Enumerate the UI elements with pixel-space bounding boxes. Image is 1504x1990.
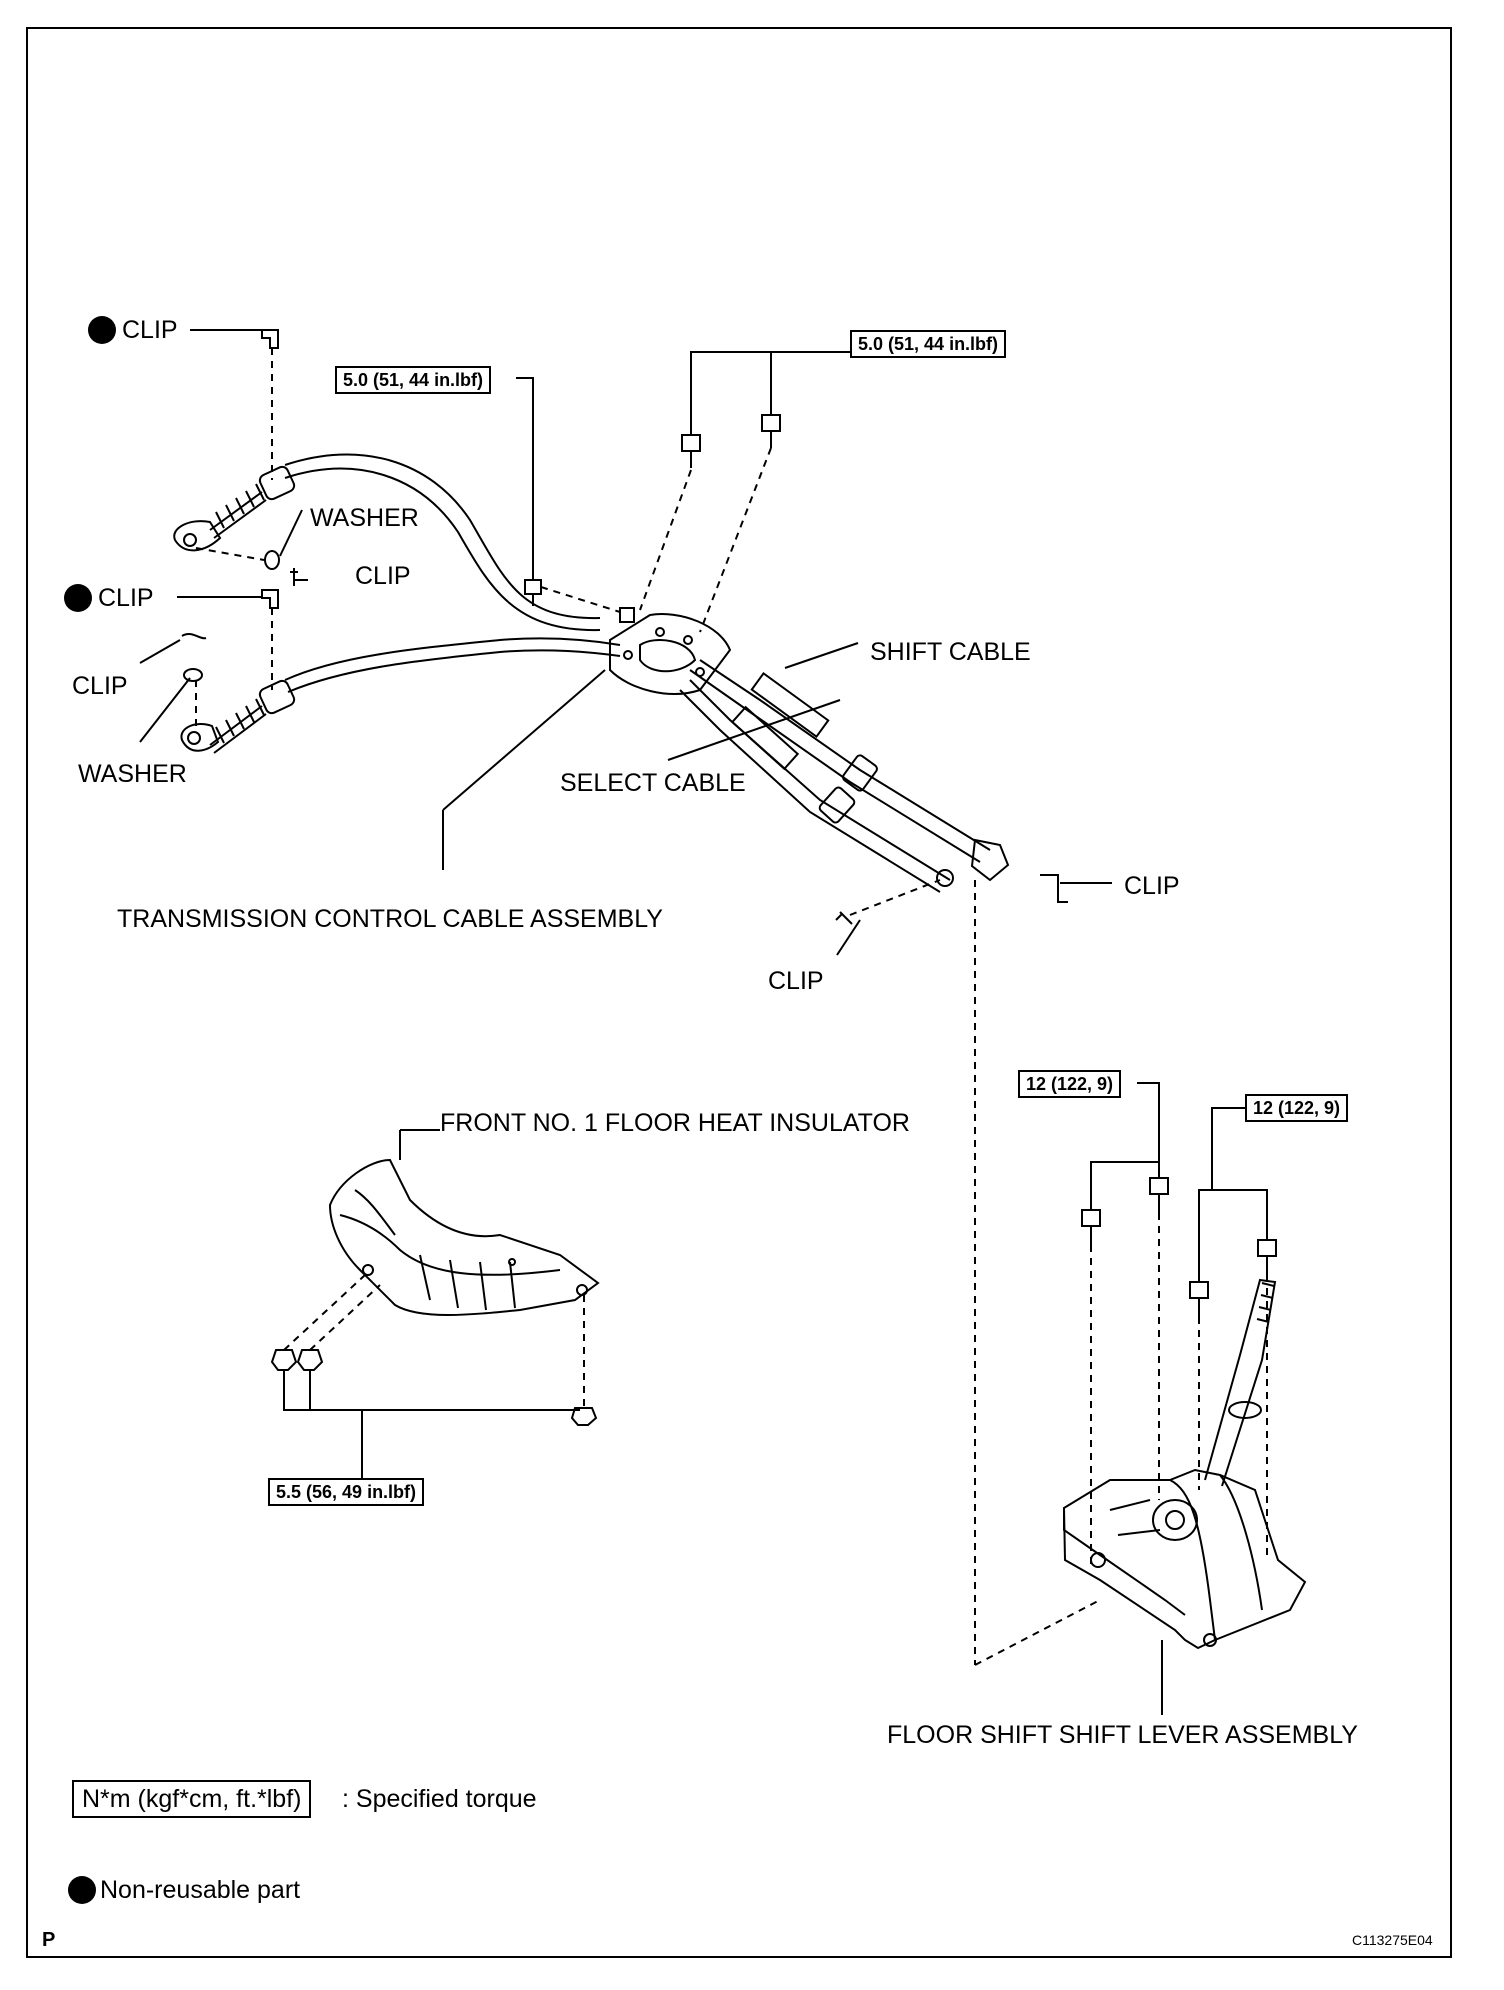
label-clip-small: CLIP <box>355 562 411 590</box>
label-shift-lever: FLOOR SHIFT SHIFT LEVER ASSEMBLY <box>887 1721 1358 1749</box>
torque-lever-bolts-left: 12 (122, 9) <box>1018 1070 1122 1098</box>
label-transmission-cable: TRANSMISSION CONTROL CABLE ASSEMBLY <box>117 905 663 933</box>
nonreusable-marker-clip-mid <box>64 584 92 612</box>
torque-plate-bolts: 5.0 (51, 44 in.lbf) <box>850 330 1007 358</box>
legend-torque-unit: N*m (kgf*cm, ft.*lbf) <box>72 1780 312 1818</box>
page-letter: P <box>42 1929 56 1951</box>
dashed-lines <box>195 348 1268 1666</box>
label-shift-cable: SHIFT CABLE <box>870 638 1031 666</box>
leader-lines <box>139 329 1268 1715</box>
label-clip-left: CLIP <box>72 672 128 700</box>
label-clip-right: CLIP <box>1124 872 1180 900</box>
figure-code: C113275E04 <box>1352 1932 1433 1948</box>
torque-bracket-bolt: 5.0 (51, 44 in.lbf) <box>335 366 492 394</box>
label-clip-bottom: CLIP <box>768 967 824 995</box>
torque-lever-bolts-right: 12 (122, 9) <box>1245 1094 1349 1122</box>
shift-lever-drawing <box>1062 1278 1307 1650</box>
transmission-cable-drawing <box>173 453 1010 893</box>
label-clip-mid: CLIP <box>98 584 154 612</box>
legend-nonreusable-text: Non-reusable part <box>100 1876 301 1904</box>
label-washer-top: WASHER <box>310 504 419 532</box>
heat-insulator-drawing <box>270 1158 600 1426</box>
legend-torque-text: : Specified torque <box>342 1785 537 1813</box>
diagram-frame <box>26 27 1452 1958</box>
clips-washers-drawing <box>181 329 1068 925</box>
label-select-cable: SELECT CABLE <box>560 769 746 797</box>
label-washer-bottom: WASHER <box>78 760 187 788</box>
label-heat-insulator: FRONT NO. 1 FLOOR HEAT INSULATOR <box>440 1109 910 1137</box>
bolts-drawing <box>524 414 1277 1317</box>
legend-nonreusable-marker <box>68 1876 96 1904</box>
label-clip-top: CLIP <box>122 316 178 344</box>
nonreusable-marker-clip-top <box>88 316 116 344</box>
torque-insulator-nuts: 5.5 (56, 49 in.lbf) <box>268 1478 425 1506</box>
